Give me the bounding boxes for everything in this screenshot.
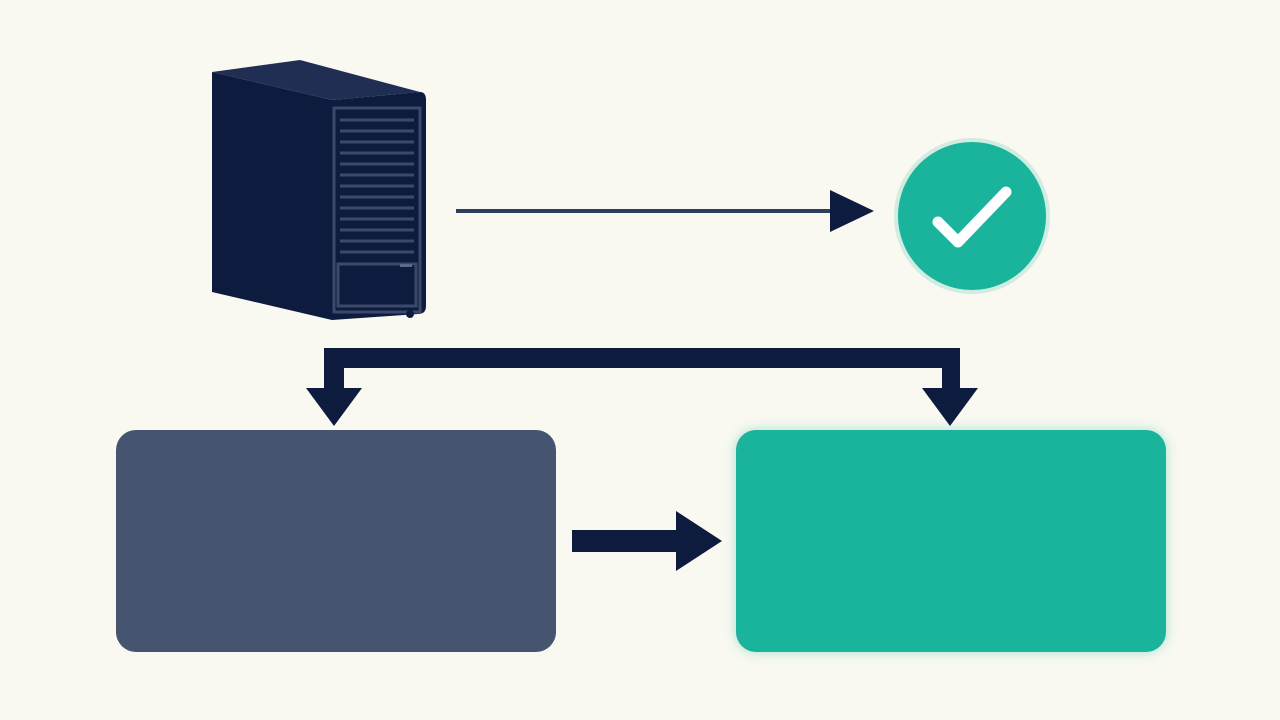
right-process-box	[736, 430, 1166, 652]
arrowhead-right-down	[922, 388, 978, 426]
branch-connector	[306, 348, 978, 426]
arrow-server-to-success	[456, 190, 874, 232]
left-process-box	[116, 430, 556, 652]
arrow-left-to-right-box	[572, 511, 722, 571]
server-tower-icon	[212, 60, 426, 320]
arrowhead-left-down	[306, 388, 362, 426]
checkmark-circle-icon	[894, 138, 1050, 294]
